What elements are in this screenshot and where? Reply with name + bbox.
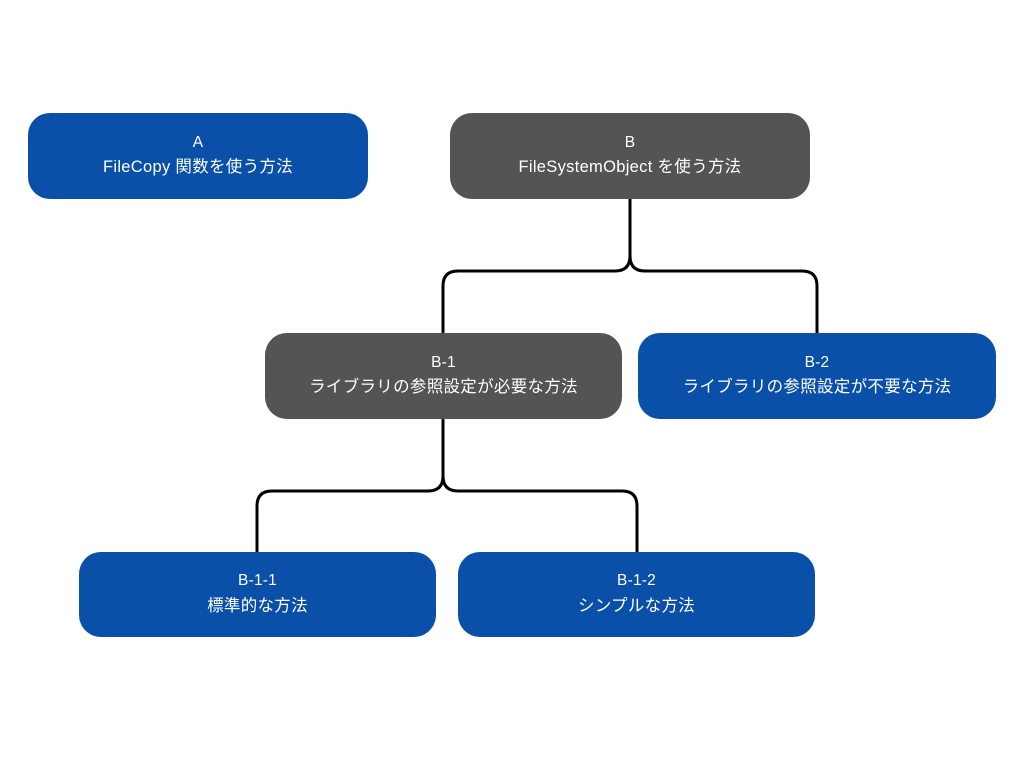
- node-a-code: A: [192, 133, 204, 151]
- node-b-1-1-label: 標準的な方法: [207, 596, 308, 615]
- node-b-1-2-code: B-1-2: [617, 572, 656, 590]
- node-b-1-1[interactable]: B-1-1 標準的な方法: [79, 552, 436, 637]
- edge-b-to-b2: [628, 199, 819, 333]
- edge-b1-to-b12: [441, 419, 639, 552]
- node-b-2-label: ライブラリの参照設定が不要な方法: [682, 378, 952, 397]
- node-b-2[interactable]: B-2 ライブラリの参照設定が不要な方法: [638, 333, 996, 419]
- node-b-code: B: [624, 133, 636, 151]
- node-a[interactable]: A FileCopy 関数を使う方法: [28, 113, 368, 199]
- node-b-1-label: ライブラリの参照設定が必要な方法: [309, 378, 578, 397]
- node-b-1-code: B-1: [431, 353, 456, 371]
- node-b-1[interactable]: B-1 ライブラリの参照設定が必要な方法: [265, 333, 622, 419]
- node-a-label: FileCopy 関数を使う方法: [103, 158, 293, 177]
- node-b-1-1-code: B-1-1: [238, 572, 277, 590]
- node-b-1-2[interactable]: B-1-2 シンプルな方法: [458, 552, 815, 637]
- edge-b1-to-b11: [255, 419, 445, 552]
- node-b-1-2-label: シンプルな方法: [577, 596, 696, 615]
- node-b-label: FileSystemObject を使う方法: [518, 158, 742, 177]
- edge-b-to-b1: [441, 199, 632, 333]
- node-b[interactable]: B FileSystemObject を使う方法: [450, 113, 810, 199]
- node-b-2-code: B-2: [804, 353, 830, 371]
